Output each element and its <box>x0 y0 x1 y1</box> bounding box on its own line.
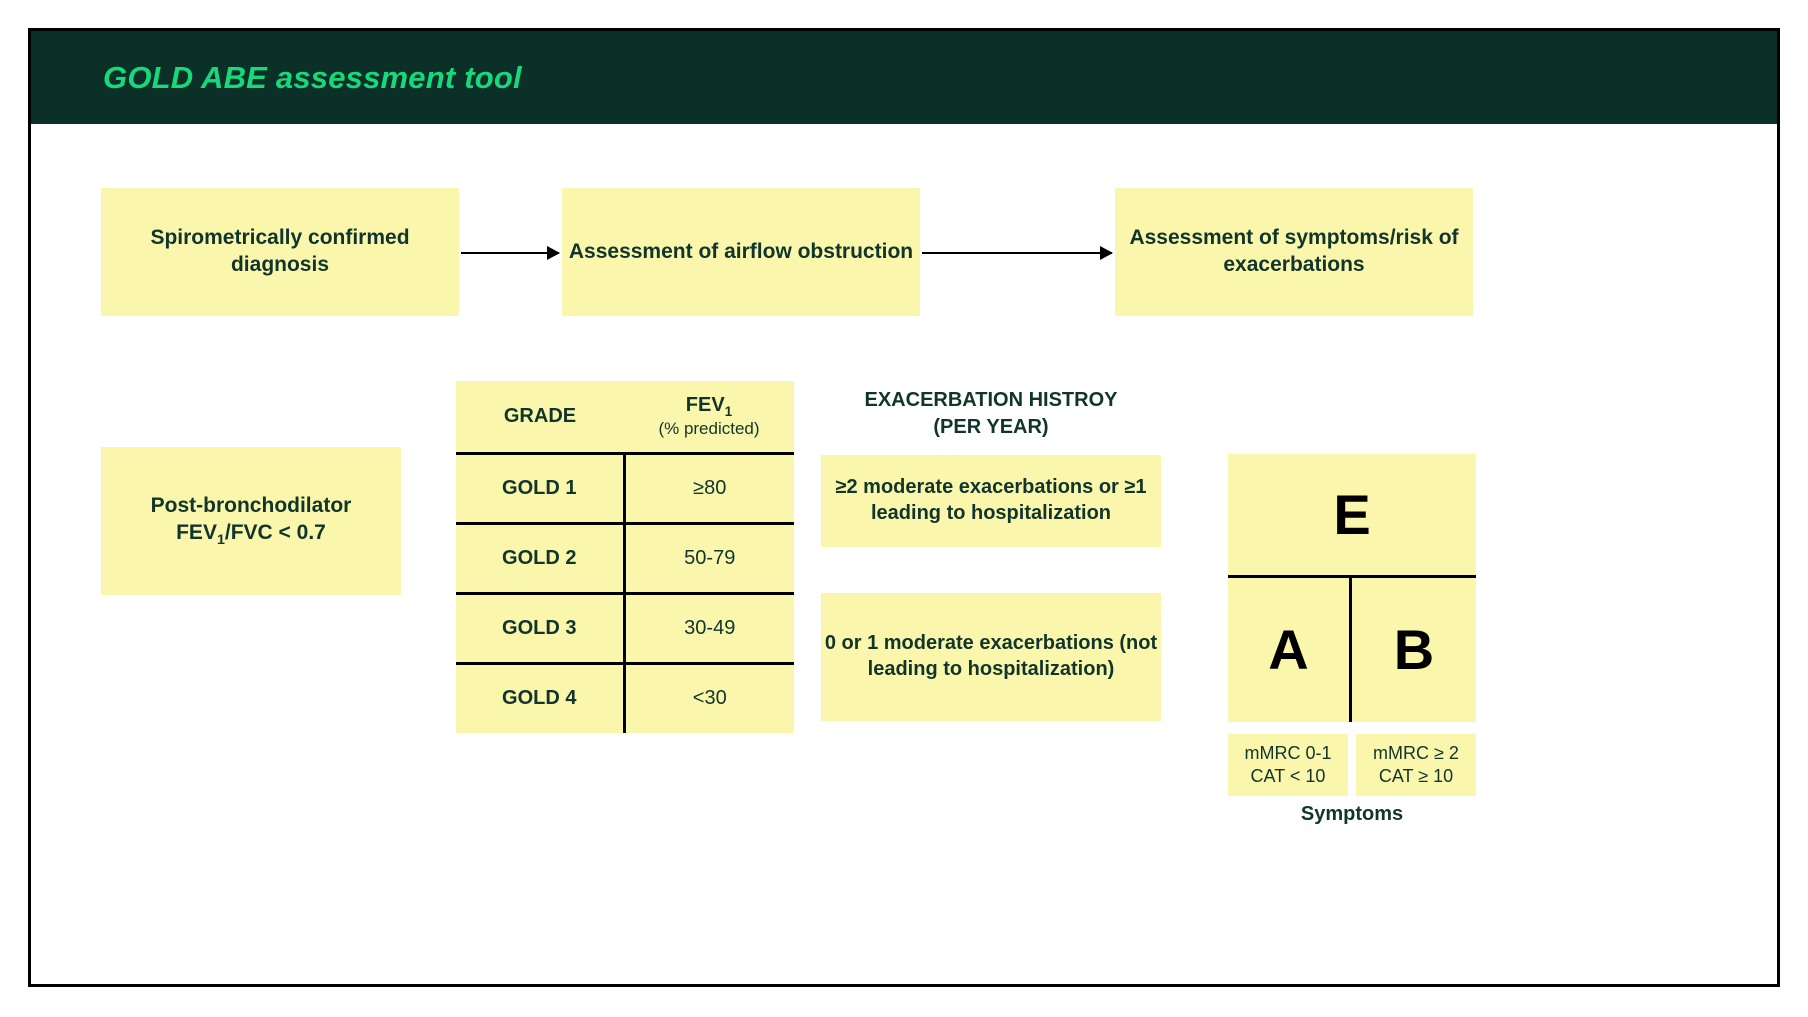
column-header-fev1-note: (% predicted) <box>658 418 760 438</box>
symptom-threshold-high-line2: CAT ≥ 10 <box>1378 766 1454 786</box>
exacerbation-history-title: EXACERBATION HISTROY (PER YEAR) <box>821 387 1161 441</box>
symptom-threshold-high-line1: mMRC ≥ 2 <box>1373 742 1459 763</box>
cell-fev1: ≥80 <box>622 453 794 525</box>
cell-fev1: 30-49 <box>622 593 794 665</box>
post-bronchodilator-line1: Post-bronchodilator <box>150 493 352 517</box>
table-row: GOLD 4 <30 <box>456 663 794 733</box>
table-header-row: GRADE FEV1 (% predicted) <box>456 381 794 455</box>
exacerbation-history-title-line1: EXACERBATION HISTROY <box>864 389 1118 411</box>
symptom-threshold-low-line2: CAT < 10 <box>1250 766 1326 786</box>
exacerbation-low-risk-label: 0 or 1 moderate exacerbations (not leadi… <box>824 632 1158 680</box>
cell-grade: GOLD 3 <box>456 593 624 665</box>
exacerbation-high-risk-box: ≥2 moderate exacerbations or ≥1 leading … <box>821 455 1161 547</box>
cell-fev1: 50-79 <box>622 523 794 595</box>
table-row: GOLD 2 50-79 <box>456 523 794 595</box>
symptoms-axis-label: Symptoms <box>1300 803 1404 825</box>
cell-grade: GOLD 2 <box>456 523 624 595</box>
symptom-threshold-low-box: mMRC 0-1 CAT < 10 <box>1228 734 1348 796</box>
exacerbation-high-risk-label: ≥2 moderate exacerbations or ≥1 leading … <box>835 476 1147 524</box>
post-bronchodilator-text: Post-bronchodilator FEV1/FVC < 0.7 <box>151 493 352 549</box>
gold-grade-table-body: GOLD 1 ≥80 GOLD 2 50-79 GOLD 3 30-49 GOL… <box>456 453 794 733</box>
table-row: GOLD 3 30-49 <box>456 593 794 665</box>
flow-step-airflow: Assessment of airflow obstruction <box>562 188 920 316</box>
table-row: GOLD 1 ≥80 <box>456 453 794 525</box>
arrow-right-icon <box>922 252 1112 254</box>
abe-cell-b-letter: B <box>1393 618 1435 681</box>
column-header-fev1-main: FEV1 <box>685 393 733 419</box>
symptom-threshold-high-box: mMRC ≥ 2 CAT ≥ 10 <box>1356 734 1476 796</box>
flow-step-airflow-label: Assessment of airflow obstruction <box>568 239 914 263</box>
abe-cell-a: A <box>1228 578 1352 722</box>
abe-cell-e-letter: E <box>1333 482 1371 546</box>
post-bronchodilator-box: Post-bronchodilator FEV1/FVC < 0.7 <box>101 447 401 595</box>
post-bronchodilator-line2: FEV1/FVC < 0.7 <box>176 520 326 548</box>
abe-cell-e: E <box>1228 454 1476 578</box>
abe-cell-b: B <box>1352 578 1476 722</box>
abe-group-grid: E A B <box>1228 454 1476 722</box>
slide-frame: GOLD ABE assessment tool Spirometrically… <box>28 28 1780 987</box>
page-title: GOLD ABE assessment tool <box>103 59 522 95</box>
gold-grade-table: GRADE FEV1 (% predicted) GOLD 1 ≥80 GOLD… <box>456 381 794 733</box>
cell-grade: GOLD 4 <box>502 687 577 710</box>
cell-fev1: <30 <box>622 663 794 733</box>
symptom-threshold-high-text: mMRC ≥ 2 CAT ≥ 10 <box>1373 742 1459 788</box>
symptom-threshold-low-text: mMRC 0-1 CAT < 10 <box>1244 742 1331 788</box>
arrow-right-icon <box>461 252 559 254</box>
exacerbation-low-risk-box: 0 or 1 moderate exacerbations (not leadi… <box>821 593 1161 721</box>
flow-step-symptoms-risk: Assessment of symptoms/risk of exacerbat… <box>1115 188 1473 316</box>
flow-step-symptoms-risk-label: Assessment of symptoms/risk of exacerbat… <box>1129 226 1459 276</box>
flow-step-diagnosis-label: Spirometrically confirmed diagnosis <box>150 226 410 276</box>
flow-step-diagnosis: Spirometrically confirmed diagnosis <box>101 188 459 316</box>
symptom-threshold-low-line1: mMRC 0-1 <box>1244 742 1332 763</box>
slide-header: GOLD ABE assessment tool <box>31 31 1777 124</box>
gold-grade-table-head: GRADE FEV1 (% predicted) <box>456 381 794 455</box>
exacerbation-history-title-line2: (PER YEAR) <box>933 416 1049 438</box>
abe-cell-a-letter: A <box>1268 618 1309 681</box>
column-header-fev1: FEV1 (% predicted) <box>624 381 794 455</box>
cell-grade: GOLD 1 <box>456 453 624 525</box>
column-header-grade: GRADE <box>456 381 624 455</box>
